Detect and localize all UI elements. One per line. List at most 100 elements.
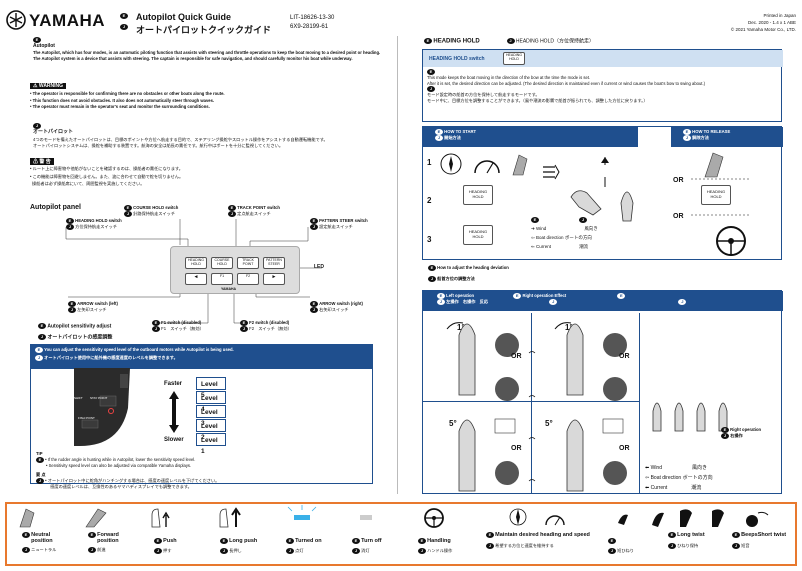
lang-badge-ja: J [152, 326, 160, 332]
lang-badge-ja: J [608, 548, 616, 554]
lang-badge-en: E [66, 218, 74, 224]
remote-label: STAY POINT [90, 396, 108, 400]
lang-badge-en: E [732, 532, 740, 538]
heading-hold-desc-ja-1: モード設定時の船首の方位を保持して航走するモードです。 [427, 92, 540, 98]
track-point-switch[interactable]: TRACK POINT [237, 257, 259, 269]
printed-in: Printed in Japan [763, 13, 796, 18]
pattern-steer-callout: E PATTERN STEER switch J 設定航走スイッチ [310, 218, 368, 230]
lang-badge-en: E [154, 538, 162, 544]
memo-block: 要 点 J • オートパイロット中に舵角がハンチングする場合は、感度の速度レベル… [36, 472, 366, 489]
key-label: HEADING HOLD [506, 53, 522, 61]
or-label: OR [511, 445, 522, 452]
tip-item: • If the rudder angle is hunting while i… [45, 456, 196, 462]
remote-knob-icon [603, 461, 627, 485]
track-point-label-ja: 定点航走スイッチ [237, 211, 271, 217]
level-4: Level 4 [196, 391, 226, 413]
legend-wind-ja: 風向き [692, 465, 708, 471]
lang-badge-ja: J [427, 86, 435, 93]
lang-badge-en: E [120, 13, 128, 19]
heading-hold-label: HEADING HOLD switch [75, 218, 122, 224]
how-to-release-header: E HOW TO RELEASE J 解除方法 [671, 127, 783, 147]
right-op-title-ja: 右操作 [730, 433, 743, 439]
pattern-steer-switch[interactable]: PATTERN STEER [263, 257, 285, 269]
warning-item: • ルート上に障害物や他船がないことを確認するのは、操船者の責任になります。 [30, 166, 183, 171]
legend-label-ja: 前進 [97, 547, 106, 553]
legend-item-long-push: E Long push J 長押し [220, 538, 257, 554]
lang-badge-en: E [486, 532, 494, 538]
key-label: HEADING HOLD [468, 189, 488, 199]
autopilot-desc-2: The Autopilot system is a device that as… [33, 55, 353, 61]
or-label: OR [673, 213, 684, 220]
tip-item: • Sensitivity speed level can also be ad… [46, 462, 192, 468]
sensitivity-levels: Level 5 Level 4 Level 3 Level 2 Level 1 [196, 377, 226, 455]
lang-badge-en: E [35, 347, 43, 353]
long-twist-hold-icon [712, 509, 724, 527]
remote-control-image: SHIFT STAY POINT FISH POINT [70, 368, 138, 448]
legend-label-en: Handling [427, 538, 451, 545]
legend-boat: Boat direction [650, 475, 682, 481]
lang-badge-en: E [352, 538, 360, 544]
heading-hold-switch[interactable]: HEADING HOLD [185, 257, 207, 269]
sensitivity-title: Autopilot sensitivity adjust [47, 323, 112, 330]
course-hold-switch[interactable]: COURSE HOLD [211, 257, 233, 269]
level-5: Level 5 [196, 377, 226, 399]
step-1: 1 [427, 158, 432, 167]
f1-label: F1 switch (disabled) [161, 320, 202, 326]
how-to-release-title-ja: 解除方法 [692, 135, 709, 141]
legend-label-en: Short twist [757, 532, 787, 539]
wind-arrow-icon: ➔ [531, 226, 535, 231]
heading-hold-release: HEADING HOLD [701, 185, 731, 205]
legend-wind: Wind [536, 226, 547, 231]
level-2: Level 2 [196, 419, 226, 441]
long-twist-icon [680, 509, 692, 527]
legend-label-ja: 点灯 [295, 547, 304, 553]
lang-badge-ja: J [36, 477, 44, 484]
lang-badge-ja: J [486, 542, 494, 549]
lang-badge-en: E [240, 320, 248, 326]
warning-item: • This function does not avoid obstacles… [30, 97, 215, 103]
current-arrow-icon: ⇐ [531, 244, 535, 249]
arrow-right-label-ja: 右矢印スイッチ [319, 307, 349, 313]
lang-badge-en: E [124, 205, 132, 211]
heading-hold-desc-ja-2: モード中に、目標方位を調整することができます。（風や潮流の影響で船首が振られても… [427, 97, 648, 103]
legend-label-ja: ハンドル操作 [427, 547, 453, 553]
warning-item: • The operator is responsible for confir… [30, 91, 225, 96]
legend-label-en: Long push [229, 538, 258, 545]
compass-icon [440, 153, 462, 175]
legend-label-en: Forward position [97, 532, 119, 544]
lang-badge-ja: J [352, 547, 360, 554]
heading-hold-title: HEADING HOLD [433, 38, 480, 45]
boat-icon [458, 419, 476, 492]
lang-badge-ja: J [66, 224, 74, 230]
arrow-right-callout: E ARROW switch (right) J 右矢印スイッチ [310, 301, 363, 313]
autopilot-title-ja: オートパイロット [33, 129, 74, 135]
autopilot-panel: HEADING HOLD COURSE HOLD TRACK POINT PAT… [170, 246, 300, 294]
heading-hold-callout: E HEADING HOLD switch J 方位保持航走スイッチ [66, 218, 122, 230]
memo-label: 要 点 [36, 472, 46, 477]
beep-icon [746, 515, 758, 527]
boat-direction-arrow-icon: ⇦ [531, 235, 535, 240]
lang-badge-ja: J [549, 299, 558, 305]
f1-switch[interactable]: F1 [211, 273, 233, 285]
heading-hold-desc-2: After it is set, the desired direction c… [427, 80, 706, 86]
warning-item: • この機能は障害物を回避しません。また、波に合わせて自動で舵を切りません。 [30, 173, 184, 179]
arrow-left-switch[interactable]: ◄ [185, 273, 207, 285]
f2-switch[interactable]: F2 [237, 273, 259, 285]
lang-badge-en: E [228, 205, 236, 211]
autopilot-desc-ja: 4つのモードを備えたオートパイロットは、目標のポイントや方位へ航走する目的で、ス… [33, 137, 388, 148]
wind-arrow-icon: ⬅ [645, 465, 650, 471]
arrow-right-switch[interactable]: ► [263, 273, 285, 285]
doc-code-1: LIT-18626-13-30 [290, 15, 335, 21]
throttle-lever-icon [704, 152, 724, 178]
legend-label-en: Neutral position [31, 532, 53, 544]
lang-badge-ja: J [33, 123, 41, 129]
adjust-title-row: E How to adjust the heading deviation J … [428, 265, 509, 282]
legend-item-turn-off: E Turn off J 消灯 [352, 538, 382, 554]
remote-knob-icon [495, 377, 519, 401]
heading-hold-press: HEADING HOLD [463, 185, 493, 205]
heading-hold-long-press: HEADING HOLD [463, 225, 493, 245]
legend-item-push: E Push J 押す [154, 538, 177, 554]
sensitivity-title-ja: オートパイロットの感度調整 [47, 334, 113, 341]
led-label: LED [314, 264, 324, 270]
legend-label-en: Turn off [361, 538, 382, 545]
